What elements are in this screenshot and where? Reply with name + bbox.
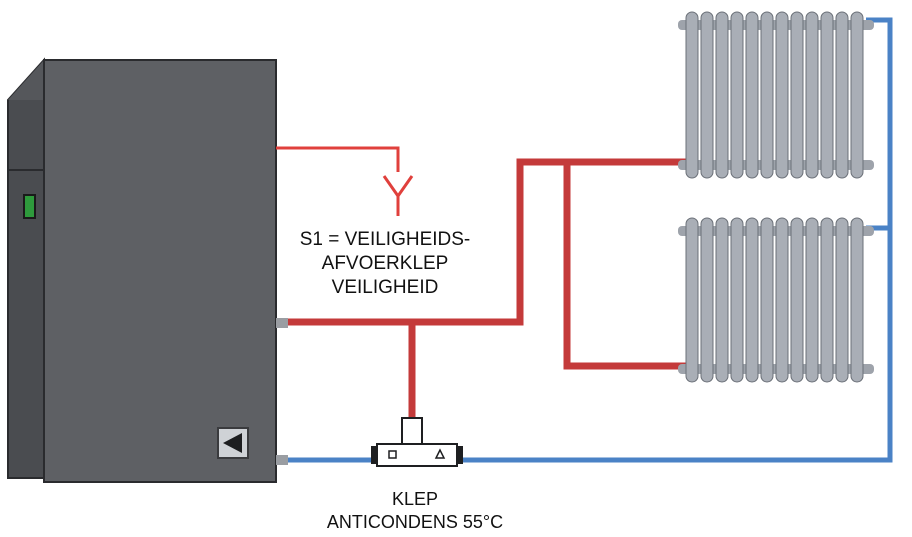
- safety-valve-label: S1 = VEILIGHEIDS- AFVOERKLEP VEILIGHEID: [250, 228, 520, 300]
- anticondensation-valve-label: KLEP ANTICONDENS 55°C: [300, 488, 530, 534]
- three-way-valve-icon: [371, 417, 463, 467]
- y-fork-icon: [382, 175, 414, 216]
- boiler: [7, 57, 288, 483]
- safety-relief-line: [276, 146, 414, 216]
- return-inlet-stub: [276, 455, 288, 465]
- safety-valve-label-line1: S1 = VEILIGHEIDS-: [299, 229, 471, 250]
- safety-valve-label-line3: VEILIGHEID: [331, 277, 439, 298]
- anticondensation-valve-label-line1: KLEP: [391, 489, 439, 509]
- safety-valve-label-line2: AFVOERKLEP: [321, 253, 449, 274]
- boiler-body: [43, 59, 277, 483]
- radiator-lower: [678, 217, 874, 383]
- boiler-status-indicator: [23, 194, 36, 219]
- flow-outlet-stub: [276, 318, 288, 328]
- radiator-upper: [678, 11, 874, 179]
- hot-supply-pipes: [288, 158, 690, 438]
- boiler-side-panel: [7, 57, 45, 479]
- pump-icon: [217, 427, 249, 459]
- anticondensation-valve-label-line2: ANTICONDENS 55°C: [326, 512, 504, 532]
